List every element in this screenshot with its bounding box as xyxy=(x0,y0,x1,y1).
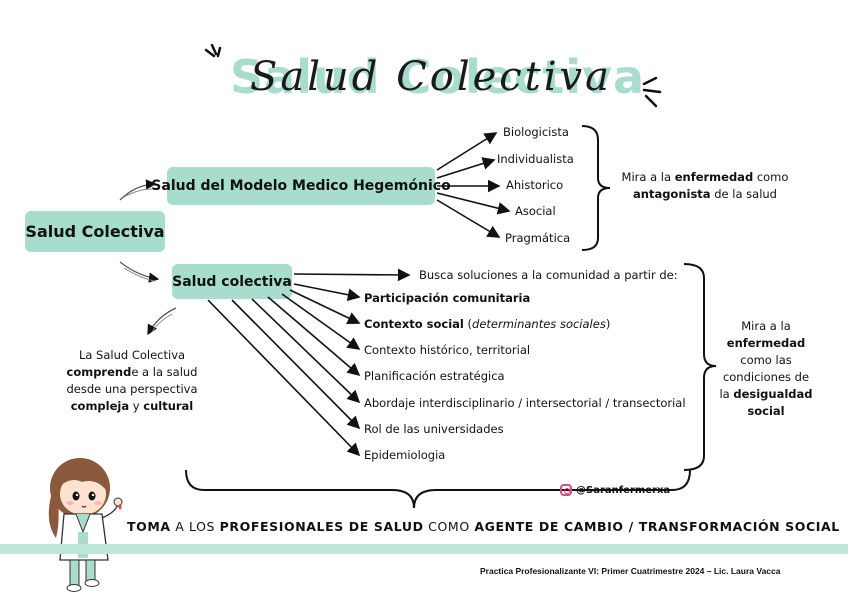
collective-item-4: Planificación estratégica xyxy=(364,369,505,383)
hegemonic-note: Mira a la enfermedad como antagonista de… xyxy=(620,169,790,203)
tagline-bold: TOMA xyxy=(127,519,171,534)
brace-collective xyxy=(683,263,717,471)
bottom-accent-band xyxy=(0,544,848,554)
note-bold: enfermedad xyxy=(726,336,806,350)
arrow-intro xyxy=(293,268,411,282)
collective-item-5: Abordaje interdisciplinario / intersecto… xyxy=(364,396,686,410)
arrow-item1 xyxy=(293,283,361,302)
tagline-bold: AGENTE DE CAMBIO / TRANSFORMACIÓN SOCIAL xyxy=(474,519,840,534)
arrow-item6 xyxy=(231,299,361,430)
hegemonic-node-label: Salud del Modelo Medico Hegemónico xyxy=(151,178,451,194)
item-text: ) xyxy=(605,317,611,331)
collective-item-3: Contexto histórico, territorial xyxy=(364,343,531,357)
brace-bottom xyxy=(185,469,691,509)
trait-pragmatica: Pragmática xyxy=(505,231,571,245)
instagram-text: @Saranfermerxa xyxy=(576,484,671,496)
note-text: como xyxy=(753,170,789,184)
nurse-illustration xyxy=(48,458,123,592)
collective-note: Mira a la enfermedad como las condicione… xyxy=(718,318,814,420)
note-text: como las xyxy=(740,353,792,367)
note-text: la xyxy=(719,387,734,401)
item-text: ( xyxy=(463,317,473,331)
collective-node-box: Salud colectiva xyxy=(172,264,292,299)
sparkle-left-icon xyxy=(204,43,222,58)
arrow-item7 xyxy=(207,299,361,457)
note-bold: desigualdad xyxy=(733,387,813,401)
title-script-text: Salud Colectiva xyxy=(250,54,612,100)
note-bold: social xyxy=(747,404,785,418)
note-text: Mira a la xyxy=(741,319,791,333)
note-bold: antagonista xyxy=(633,187,711,201)
root-node-label: Salud Colectiva xyxy=(25,222,165,241)
tagline-text: A LOS xyxy=(170,519,220,534)
trait-biologicista: Biologicista xyxy=(503,125,569,139)
collective-item-7: Epidemiologia xyxy=(364,448,446,462)
tagline-text: COMO xyxy=(423,519,475,534)
sketch-arrow-note xyxy=(147,307,177,336)
trait-ahistorico: Ahistorico xyxy=(506,178,564,192)
collective-item-1: Participación comunitaria xyxy=(364,291,531,305)
note-bold: compleja xyxy=(70,399,130,413)
root-node-box: Salud Colectiva xyxy=(25,211,165,252)
title-shadow-text: Salud Colectiva xyxy=(230,50,646,104)
left-note: La Salud Colectiva comprende a la salud … xyxy=(52,347,212,415)
arrow-item3 xyxy=(281,293,361,350)
sparkle-right-icon xyxy=(642,76,662,108)
collective-node-label: Salud colectiva xyxy=(172,273,292,290)
note-bold: enfermedad xyxy=(674,170,754,184)
item-bold: Contexto social xyxy=(364,317,464,331)
arrow-biologicista xyxy=(436,132,498,171)
note-bold: cultural xyxy=(143,399,194,413)
tagline-bold: PROFESIONALES DE SALUD xyxy=(219,519,424,534)
sketch-arrow-up xyxy=(119,179,157,201)
note-text: condiciones de xyxy=(722,370,810,384)
collective-intro: Busca soluciones a la comunidad a partir… xyxy=(419,268,678,282)
page-title: Salud Colectiva Salud Colectiva xyxy=(195,40,665,120)
footer-credit: Practica Profesionalizante VI: Primer Cu… xyxy=(480,566,781,576)
arrow-item2 xyxy=(289,289,361,324)
trait-asocial: Asocial xyxy=(515,204,556,218)
item-italic: determinantes sociales xyxy=(472,317,606,331)
note-text: e a la salud xyxy=(131,365,198,379)
note-text: de la salud xyxy=(710,187,777,201)
note-bold: comprend xyxy=(66,365,132,379)
note-text: desde una perspectiva xyxy=(66,382,198,396)
arrow-item4 xyxy=(267,296,361,377)
instagram-icon xyxy=(560,484,572,496)
tagline: TOMA A LOS PROFESIONALES DE SALUD COMO A… xyxy=(127,519,840,534)
arrow-item5 xyxy=(251,298,361,404)
arrow-pragmatica xyxy=(436,199,501,238)
note-text: La Salud Colectiva xyxy=(78,348,186,362)
instagram-handle: @Saranfermerxa xyxy=(560,484,670,496)
arrow-individualista xyxy=(436,157,496,179)
collective-item-6: Rol de las universidades xyxy=(364,422,504,436)
trait-individualista: Individualista xyxy=(497,152,574,166)
arrow-asocial xyxy=(436,192,511,215)
note-text: Mira a la xyxy=(621,170,675,184)
hegemonic-node-box: Salud del Modelo Medico Hegemónico xyxy=(151,167,451,205)
collective-item-2: Contexto social (determinantes sociales) xyxy=(364,317,610,331)
note-text: y xyxy=(129,399,144,413)
brace-hegemonic xyxy=(581,125,611,251)
sketch-arrow-down xyxy=(119,261,160,283)
